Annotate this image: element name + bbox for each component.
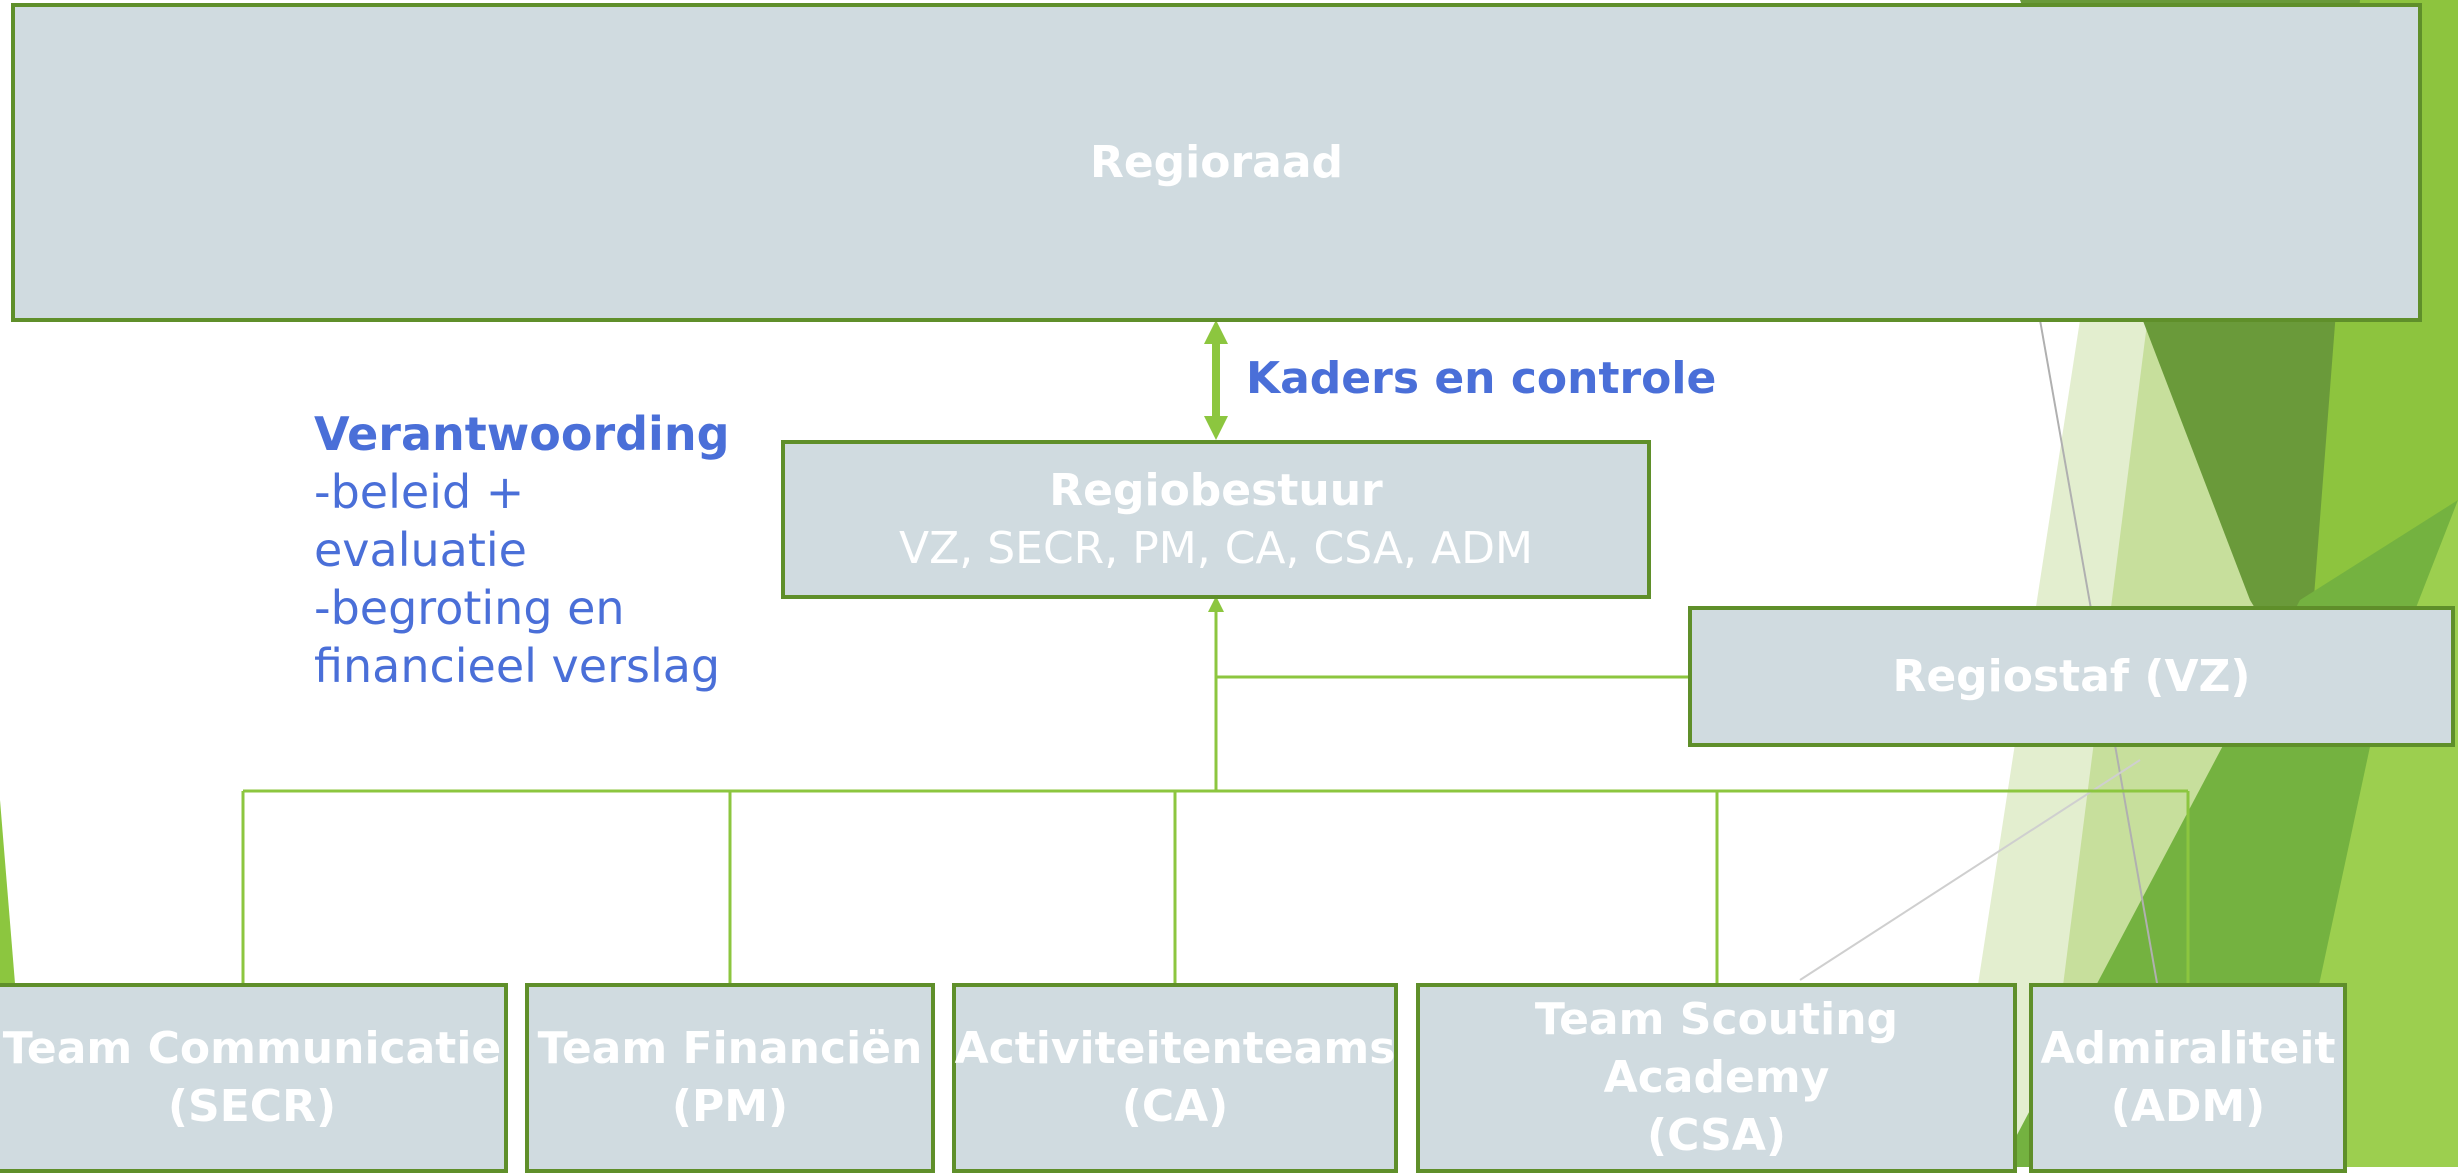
team-name: Admiraliteit (2040, 1023, 2336, 1074)
regiobestuur-members: VZ, SECR, PM, CA, CSA, ADM (899, 522, 1533, 574)
accountability-line-2: -begroting en (314, 581, 625, 635)
regioraad-box: Regioraad (11, 3, 2422, 322)
double-arrow-head-down (1204, 416, 1228, 440)
team-name: Team Communicatie (2, 1023, 502, 1074)
relation-label: Kaders en controle (1246, 353, 1717, 404)
team-box-admiraliteit: Admiraliteit (ADM) (2029, 983, 2347, 1173)
team-code: (ADM) (2110, 1081, 2266, 1132)
team-code: (SECR) (167, 1081, 337, 1132)
regiostaf-title: Regiostaf (VZ) (1892, 651, 2251, 702)
accountability-line-1: -beleid + evaluatie (314, 465, 527, 577)
regiobestuur-title: Regiobestuur (1049, 464, 1383, 516)
double-arrow-head-up (1204, 320, 1228, 344)
team-code: (CSA) (1646, 1110, 1787, 1161)
regiostaf-box: Regiostaf (VZ) (1688, 606, 2455, 747)
accountability-title: Verantwoording (314, 407, 730, 461)
bg-thin-line-2 (1799, 759, 2141, 981)
regioraad-title: Regioraad (1089, 137, 1344, 188)
team-name: Team Financiën (537, 1023, 923, 1074)
regiobestuur-box: Regiobestuur VZ, SECR, PM, CA, CSA, ADM (781, 440, 1651, 599)
team-code: (CA) (1121, 1081, 1229, 1132)
team-box-activiteiten: Activiteitenteams (CA) (952, 983, 1398, 1173)
team-name: Activiteitenteams (954, 1023, 1396, 1074)
team-box-scouting-academy: Team Scouting Academy (CSA) (1416, 983, 2017, 1173)
connector-bus-arrowhead (1208, 596, 1224, 612)
team-box-financien: Team Financiën (PM) (525, 983, 935, 1173)
team-code: (PM) (671, 1081, 789, 1132)
team-name: Team Scouting Academy (1534, 994, 1899, 1103)
accountability-line-3: financieel verslag (314, 639, 721, 693)
team-box-communicatie: Team Communicatie (SECR) (0, 983, 508, 1173)
accountability-text: Verantwoording -beleid + evaluatie -begr… (314, 405, 734, 695)
